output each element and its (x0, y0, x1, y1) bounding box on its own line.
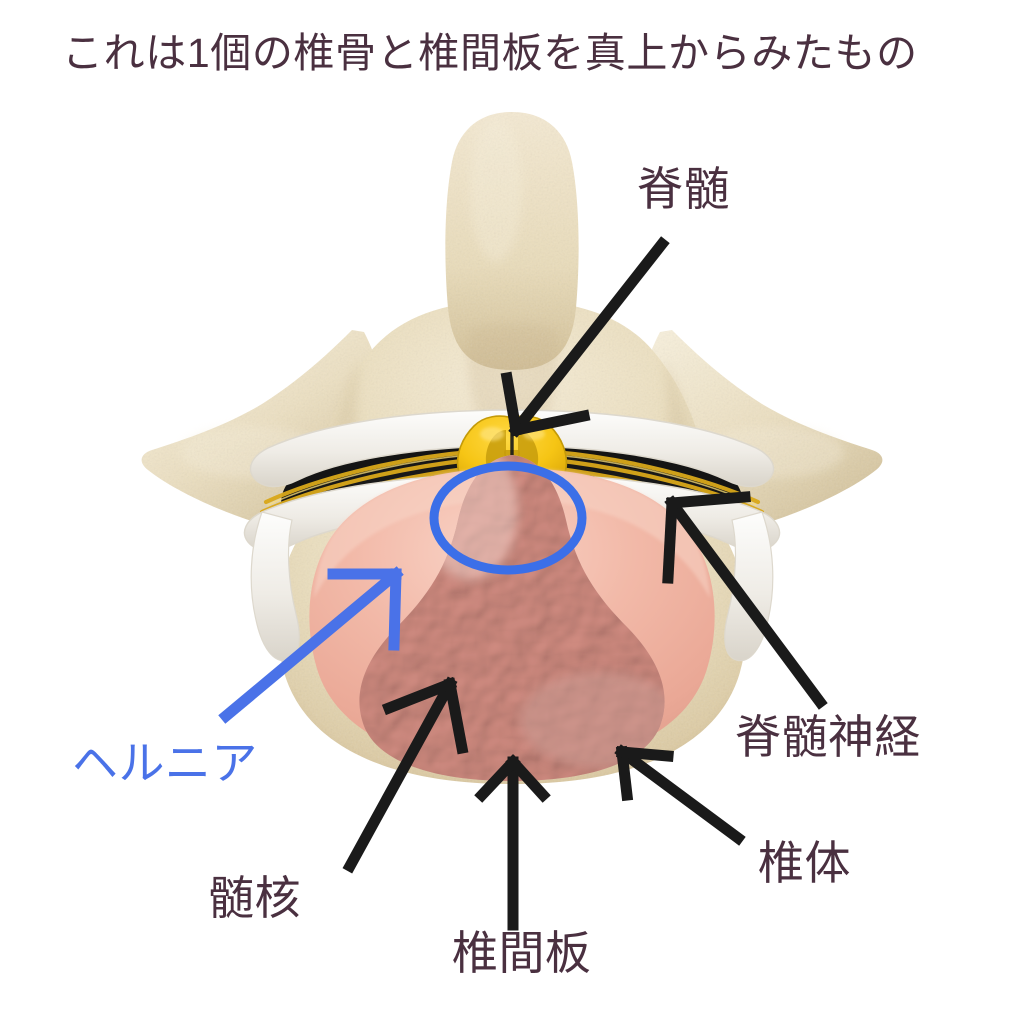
arrow-hernia (218, 566, 404, 724)
label-vertebral-body: 椎体 (758, 837, 851, 889)
arrow-nucleus-pulposus (342, 676, 469, 874)
arrow-intervertebral-disc (474, 754, 551, 931)
arrow-spinal-nerve (662, 491, 828, 710)
leader-arrows-black (342, 236, 828, 931)
arrow-spinal-cord (500, 236, 670, 438)
label-intervertebral-disc: 椎間板 (452, 927, 592, 979)
label-hernia: ヘルニア (72, 737, 258, 789)
ligamentum-flavum (243, 409, 781, 662)
hernia-highlight-circle (429, 461, 587, 575)
label-spinal-cord: 脊髄 (637, 163, 730, 215)
label-nucleus-pulposus: 髄核 (208, 872, 301, 924)
page-title: これは1個の椎骨と椎間板を真上からみたもの (62, 30, 918, 76)
arrow-vertebral-body (614, 744, 746, 846)
label-spinal-nerve: 脊髄神経 (735, 711, 921, 763)
